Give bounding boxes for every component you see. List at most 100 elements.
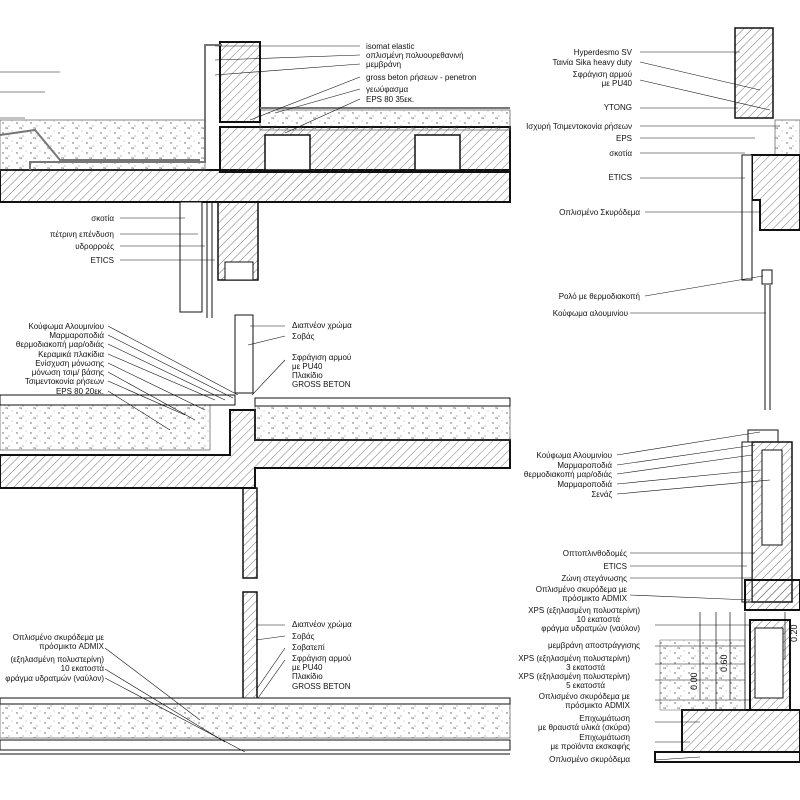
window-frame-left xyxy=(234,314,254,394)
label-rb-admix2: πρόσμικτο ADMIX xyxy=(565,701,631,710)
ground-tile xyxy=(0,697,511,705)
label-rb-zoni: Ζώνη στεγάνωσης xyxy=(561,574,627,583)
label-rb-thrausta: με θραυστά υλικά (σκύρα) xyxy=(538,723,630,732)
membrane-line xyxy=(29,44,222,170)
label-pu40: με PU40 xyxy=(292,362,323,371)
label-rb-oplismeno: Οπλισμένο σκυρόδεμα με xyxy=(536,585,628,594)
label-petrini: πέτρινη επένδυση xyxy=(50,230,114,239)
ground-beam-right xyxy=(744,579,800,611)
label-r-oplismeno: Οπλισμένο Σκυρόδεμα xyxy=(559,208,640,217)
label-geofasma: γεωύφασμα xyxy=(366,85,409,94)
concrete-beam-right xyxy=(751,154,800,231)
right-sill-base xyxy=(654,429,800,763)
top-right-label-group: isomat elastic οπλισμένη πολυουρεθανινή … xyxy=(366,42,476,104)
label-r-etics: ETICS xyxy=(608,173,632,182)
label-rs-marmaropodia: Μαρμαροποδιά xyxy=(557,461,612,470)
label-rs-marmaropodia2: Μαρμαροποδιά xyxy=(557,480,612,489)
label-plakidio: Πλακίδιο xyxy=(292,371,323,380)
ground-wall xyxy=(242,591,258,703)
ytong-wall xyxy=(734,27,774,119)
label-eps80-35: EPS 80 35εκ. xyxy=(366,95,414,104)
label-oplismeno: Οπλισμένο σκυρόδεμα με xyxy=(13,633,105,642)
right-top-label-group: Hyperdesmo SV Ταινία Sika heavy duty Σφρ… xyxy=(526,48,640,318)
ground-slab xyxy=(0,703,511,739)
etics-right xyxy=(741,154,753,281)
foundation-void xyxy=(754,627,784,699)
footing xyxy=(681,709,800,753)
label-rb-ek5: 5 εκατοστά xyxy=(566,681,605,690)
label-r-eps: EPS xyxy=(616,134,632,143)
bottom-left-label-group: Οπλισμένο σκυρόδεμα με πρόσμικτο ADMIX (… xyxy=(5,633,104,683)
label-b-pu40: με PU40 xyxy=(292,663,323,672)
label-koufoma: Κούφωμα Αλουμινίου xyxy=(28,322,104,331)
label-rb-etics: ETICS xyxy=(603,562,627,571)
label-r-sfragisi: Σφράγιση αρμού xyxy=(573,70,632,79)
label-rb-ek3: 3 εκατοστά xyxy=(566,663,605,672)
label-gross-penetron: gross beton ρήσεων - penetron xyxy=(366,73,476,82)
label-rb-proionta: με προϊόντα εκσκαφής xyxy=(551,742,631,751)
bottom-right-label-group: Διαπνέον χρώμα Σοβάς Σοβατεπί Σφράγιση α… xyxy=(292,620,352,691)
mid-leaders xyxy=(120,217,215,261)
right-base-label-group: Οπτοπλινθοδομές ETICS Ζώνη στεγάνωσης Οπ… xyxy=(518,549,640,764)
brick-void xyxy=(761,449,783,546)
roller-head xyxy=(761,269,773,285)
right-sill xyxy=(747,429,779,443)
window-leaders xyxy=(107,325,286,431)
label-isomat: isomat elastic xyxy=(366,42,414,51)
label-hyperdesmo: Hyperdesmo SV xyxy=(574,48,633,57)
blinding xyxy=(654,751,800,763)
label-rolo: Ρολό με θερμοδιακοπή xyxy=(559,292,640,301)
roof-slab xyxy=(0,169,511,203)
label-r-koufoma: Κούφωμα αλουμινίου xyxy=(553,309,628,318)
label-rb-xps3: XPS (εξηλασμένη πολυστερίνη) xyxy=(518,672,630,681)
right-sill-leaders xyxy=(616,431,771,761)
gutter-line xyxy=(0,128,200,161)
label-membrane1: οπλισμένη πολυουρεθανινή xyxy=(366,51,464,60)
top-leaders xyxy=(0,45,361,134)
window-right-label-group: Διαπνέον χρώμα Σοβάς Σφράγιση αρμού με P… xyxy=(292,321,352,389)
terrace-screed xyxy=(259,109,511,131)
label-etics-left: ETICS xyxy=(90,256,114,265)
label-ydrorroes: υδρορροές xyxy=(75,242,114,251)
mid-left-label-group: σκοτία πέτρινη επένδυση υδρορροές ETICS xyxy=(50,214,114,265)
label-rb-epix1: Επιχωμάτωση xyxy=(579,714,630,723)
label-rb-xps1: XPS (εξηλασμένη πολυστερίνη) xyxy=(528,606,640,615)
label-enisxysi: Ενίσχυση μόνωσης xyxy=(35,359,104,368)
label-rb-admix: πρόσμικτο ADMIX xyxy=(562,594,628,603)
label-rb-oplismeno3: Οπλισμένο σκυρόδεμα xyxy=(549,755,630,764)
label-rb-optoplinthos: Οπτοπλινθοδομές xyxy=(563,549,627,558)
label-rb-membrani: μεμβράνη αποστράγγισης xyxy=(548,641,640,650)
right-top-leaders xyxy=(630,51,780,314)
stone-cladding xyxy=(179,201,203,313)
left-window-sill xyxy=(0,314,511,579)
dim-0-60: 0.60 xyxy=(719,654,729,672)
xps-layer xyxy=(0,739,511,751)
roof-beams xyxy=(219,126,511,173)
label-eps80-20: EPS 80 20εκ. xyxy=(56,387,104,396)
label-thermo: θερμοδιακοπή μαρ/οδιάς xyxy=(16,340,104,349)
label-tainia: Ταινία Sika heavy duty xyxy=(552,58,632,67)
balcony-screed xyxy=(0,404,211,451)
floor-tile xyxy=(254,397,511,407)
label-b-diapneon: Διαπνέον χρώμα xyxy=(292,620,352,629)
dimension-group: 0.00 0.60 0.20 xyxy=(689,612,799,700)
label-xps: (εξηλασμένη πολυστερίνη) xyxy=(10,655,104,664)
label-rb-xps2: XPS (εξηλασμένη πολυστερίνη) xyxy=(518,654,630,663)
label-membrane2: μεμβράνη xyxy=(366,60,401,69)
label-skotia: σκοτία xyxy=(91,214,114,223)
beam-void-2 xyxy=(414,134,461,171)
label-gross: GROSS BETON xyxy=(292,380,351,389)
left-ground-floor xyxy=(0,591,511,755)
label-rs-senaz: Σενάζ xyxy=(591,490,612,499)
label-keramika: Κεραμικά πλακίδια xyxy=(38,350,104,359)
left-top-roof-detail xyxy=(0,41,511,203)
wall-section xyxy=(242,487,258,579)
label-b-gross: GROSS BETON xyxy=(292,682,351,691)
label-admix: πρόσμικτο ADMIX xyxy=(39,642,105,651)
right-sill-label-group: Κούφωμα Αλουμινίου Μαρμαροποδιά θερμοδια… xyxy=(524,451,613,499)
label-isxyri: Ισχυρή Τσιμεντοκονία ρήσεων xyxy=(526,122,632,131)
parapet-wall xyxy=(219,41,261,123)
right-top-wall xyxy=(734,27,800,410)
